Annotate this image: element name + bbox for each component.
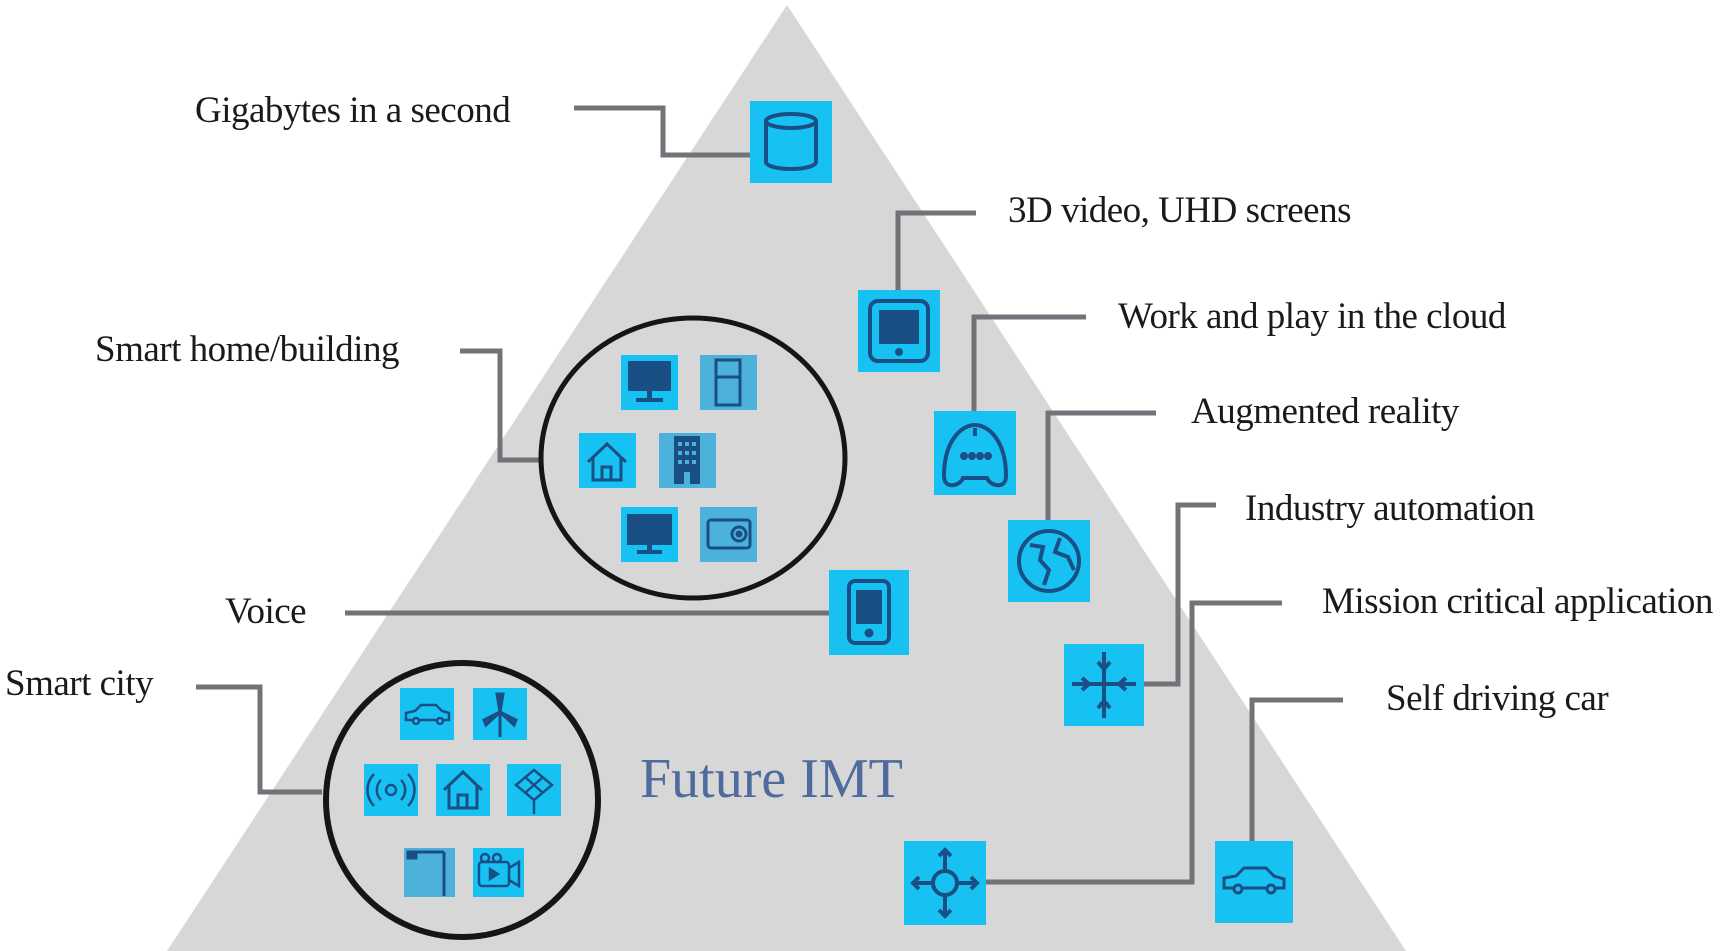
connector-smarthome	[460, 348, 540, 463]
label-3d-video: 3D video, UHD screens	[1008, 190, 1351, 231]
connector-mission	[982, 600, 1282, 885]
label-voice: Voice	[225, 591, 307, 632]
label-mission-critical: Mission critical application	[1322, 581, 1713, 622]
label-augmented-reality: Augmented reality	[1191, 391, 1459, 432]
label-self-driving-car: Self driving car	[1386, 678, 1609, 719]
label-gigabytes: Gigabytes in a second	[195, 90, 511, 131]
label-smart-city: Smart city	[5, 663, 154, 704]
label-industry-automation: Industry automation	[1245, 488, 1535, 529]
signal-icon	[364, 764, 418, 816]
connector-selfdriving	[1249, 697, 1343, 841]
connector-industry	[1140, 502, 1216, 687]
globe-icon	[1008, 520, 1090, 602]
connector-video3d	[895, 210, 976, 290]
connector-gigabytes	[574, 105, 750, 158]
label-cloud: Work and play in the cloud	[1118, 296, 1506, 337]
connector-smartcity	[196, 684, 322, 795]
connector-cloud	[971, 314, 1086, 411]
car-icon	[1215, 841, 1293, 923]
smart-city-circle	[323, 660, 601, 940]
car-icon	[400, 688, 454, 740]
diagram-title: Future IMT	[640, 748, 903, 810]
label-smart-home: Smart home/building	[95, 329, 399, 370]
smart-home-circle	[538, 315, 848, 601]
connector-ar	[1045, 410, 1156, 520]
fridge-icon	[700, 355, 757, 410]
